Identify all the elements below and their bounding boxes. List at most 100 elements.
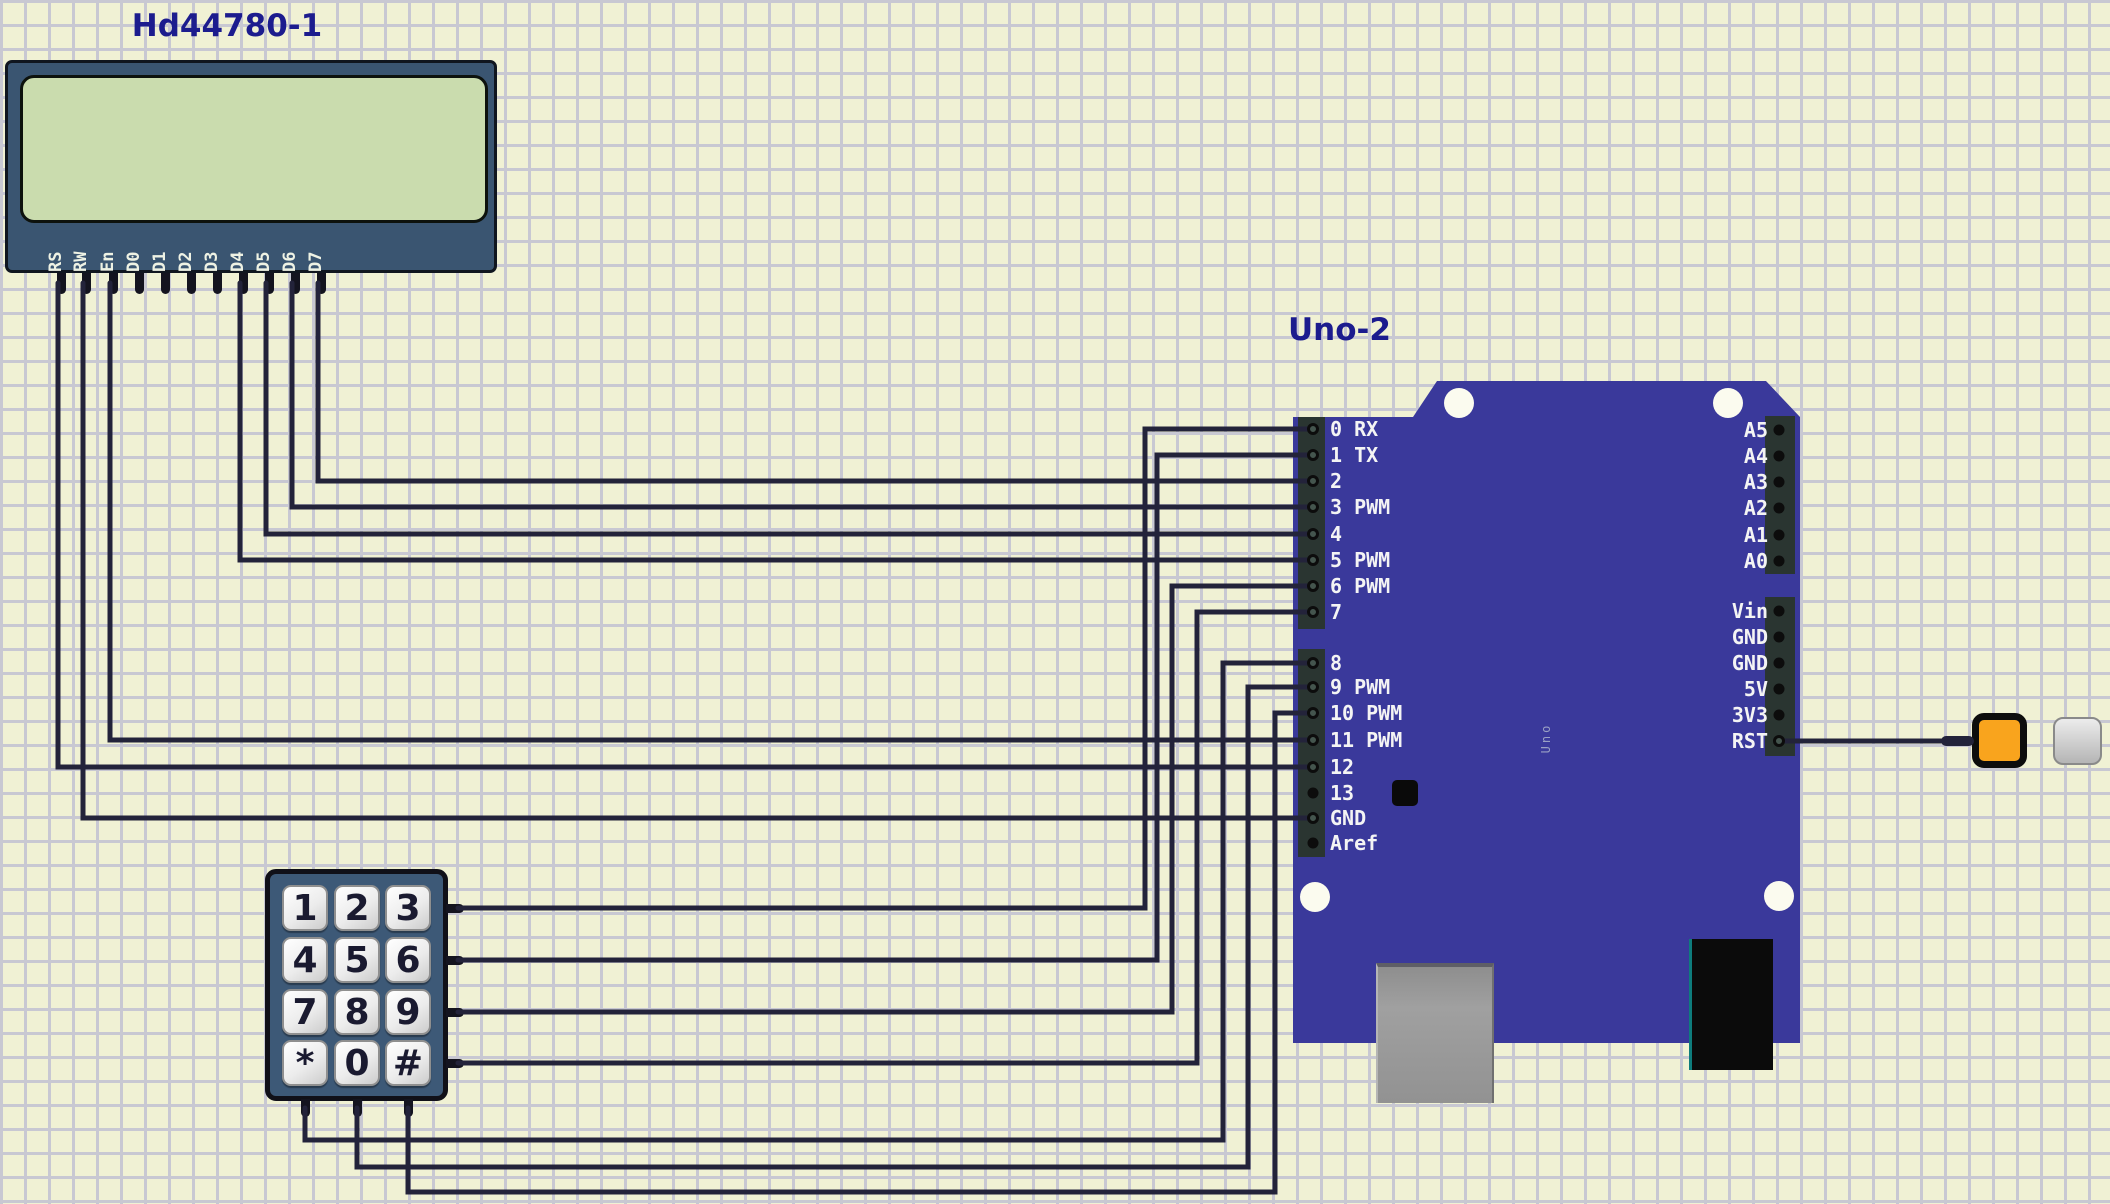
keypad-key-9[interactable]: 9 [385,989,431,1035]
reset-push-button[interactable] [1972,713,2027,768]
lcd-pin-RS[interactable] [57,273,66,294]
lcd-pin-D6[interactable] [291,273,300,294]
mounting-hole [1713,388,1743,418]
lcd-pin-D3[interactable] [213,273,222,294]
keypad-key-8[interactable]: 8 [334,989,380,1035]
wire-lcd-D7-to-uno-2[interactable] [315,280,1316,484]
lcd-title: Hd44780-1 [131,8,323,44]
uno-pin-label-A4: A4 [1743,444,1768,468]
uno-title: Uno-2 [1288,312,1391,348]
wire-keypad-C2-to-uno-9[interactable] [354,684,1316,1170]
uno-pin-label-A5: A5 [1743,418,1768,442]
lcd-pin-D1[interactable] [161,273,170,294]
wire-keypad-C3-to-uno-10[interactable] [405,710,1316,1195]
keypad-key-6[interactable]: 6 [385,937,431,983]
lcd-pin-RW[interactable] [82,273,91,294]
usb-connector [1376,963,1494,1103]
lcd-pin-label-D5: D5 [254,251,274,272]
uno-right-header-bottom [1765,597,1795,756]
keypad-key-5[interactable]: 5 [334,937,380,983]
uno-pin-label-2: 2 [1330,469,1343,493]
uno-pin-label-3V3: 3V3 [1731,703,1768,727]
lcd-pin-label-D2: D2 [176,251,196,272]
uno-pin-label-GND: GND [1731,651,1768,675]
uno-pin-label-GND: GND [1330,806,1367,830]
lcd-pin-label-RS: RS [46,251,66,272]
wire-lcd-D6-to-uno-3[interactable] [289,280,1316,510]
uno-pin-label-5V: 5V [1743,677,1768,701]
lcd-pin-label-RW: RW [71,251,91,272]
uno-pin-label-7: 7 [1330,600,1343,624]
wire-keypad-R1-to-uno-0[interactable] [455,426,1316,911]
keypad-key-*[interactable]: * [282,1040,328,1086]
uno-pin-label-9-PWM: 9 PWM [1330,675,1391,699]
keypad-key-2[interactable]: 2 [334,885,380,931]
uno-pin-label-6-PWM: 6 PWM [1330,574,1391,598]
lcd-pin-label-D6: D6 [280,251,300,272]
uno-pin-label-4: 4 [1330,522,1343,546]
keypad-key-4[interactable]: 4 [282,937,328,983]
lcd-pin-D2[interactable] [187,273,196,294]
lcd-pin-label-En: En [98,251,118,272]
keypad-col-pin-1[interactable] [301,1099,310,1117]
uno-pin-label-A2: A2 [1743,496,1768,520]
wire-lcd-RW-to-uno-GND[interactable] [80,280,1316,821]
wire-keypad-R4-to-uno-7[interactable] [455,609,1316,1066]
uno-pin-label-0-RX: 0 RX [1330,417,1379,441]
wire-keypad-R2-to-uno-1[interactable] [455,452,1316,963]
lcd-pin-label-D4: D4 [228,251,248,272]
uno-pin-label-RST: RST [1731,729,1768,753]
lcd-pin-D4[interactable] [239,273,248,294]
uno-pin-label-10-PWM: 10 PWM [1330,701,1403,725]
uno-pin-label-12: 12 [1330,755,1355,779]
wire-keypad-C1-to-uno-8[interactable] [302,660,1316,1143]
uno-pin-label-Vin: Vin [1731,599,1768,623]
button-cap[interactable] [2053,717,2102,765]
keypad-col-pin-3[interactable] [404,1099,413,1117]
lcd-screen [20,75,488,223]
uno-silkscreen-label: Uno [1539,722,1553,754]
wire-lcd-D5-to-uno-4[interactable] [263,280,1316,537]
uno-right-header-top [1765,416,1795,574]
wire-keypad-R3-to-uno-6[interactable] [455,583,1316,1015]
uno-pin-label-5-PWM: 5 PWM [1330,548,1391,572]
lcd-pin-label-D1: D1 [150,251,170,272]
keypad-key-7[interactable]: 7 [282,989,328,1035]
wire-lcd-D4-to-uno-5[interactable] [237,280,1316,563]
uno-left-header-bottom [1298,649,1325,857]
keypad-key-3[interactable]: 3 [385,885,431,931]
uno-pin-label-A3: A3 [1743,470,1768,494]
lcd-pin-En[interactable] [109,273,118,294]
wire-lcd-En-to-uno-11[interactable] [107,280,1316,743]
uno-pin-label-8: 8 [1330,651,1343,675]
keypad-row-pin-2[interactable] [446,956,464,965]
power-jack [1689,939,1773,1070]
uno-pin-label-1-TX: 1 TX [1330,443,1379,467]
lcd-pin-D0[interactable] [135,273,144,294]
lcd-pin-D5[interactable] [265,273,274,294]
uno-pin-label-11-PWM: 11 PWM [1330,728,1403,752]
lcd-pin-label-D3: D3 [202,251,222,272]
uno-pin-label-GND: GND [1731,625,1768,649]
lcd-pin-label-D7: D7 [306,251,326,272]
keypad-row-pin-1[interactable] [446,904,464,913]
keypad-row-pin-3[interactable] [446,1008,464,1017]
uno-pin-label-A1: A1 [1743,523,1768,547]
keypad-key-0[interactable]: 0 [334,1040,380,1086]
mounting-hole [1764,881,1794,911]
mounting-hole [1300,882,1330,912]
keypad-col-pin-2[interactable] [353,1099,362,1117]
lcd-pin-label-D0: D0 [124,251,144,272]
wire-lcd-RS-to-uno-12[interactable] [55,280,1316,770]
keypad-key-1[interactable]: 1 [282,885,328,931]
lcd-pin-D7[interactable] [317,273,326,294]
keypad-key-#[interactable]: # [385,1040,431,1086]
uno-pin-label-13: 13 [1330,781,1355,805]
uno-pin-label-A0: A0 [1743,549,1768,573]
keypad-row-pin-4[interactable] [446,1059,464,1068]
uno-pin-label-Aref: Aref [1330,831,1379,855]
